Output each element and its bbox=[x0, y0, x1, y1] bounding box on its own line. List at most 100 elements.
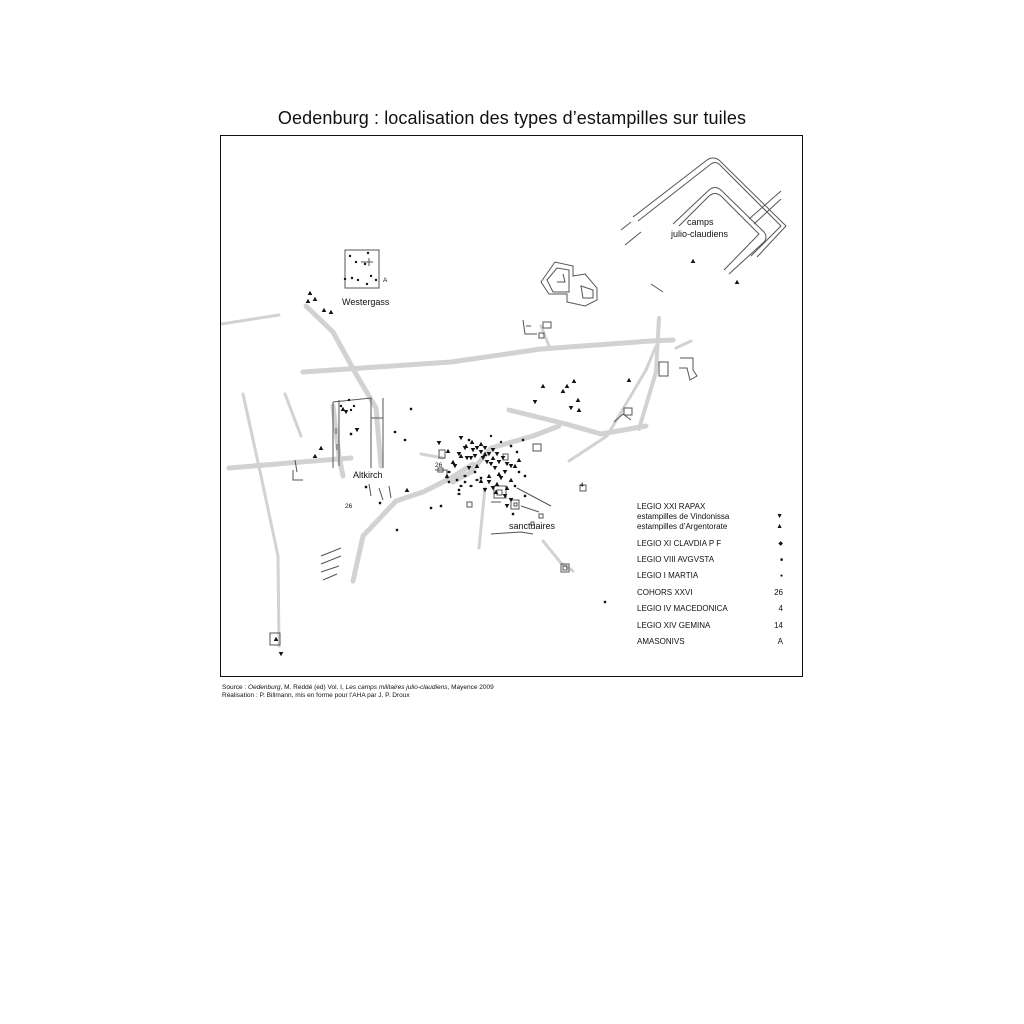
legend-symbol: ■ bbox=[779, 557, 783, 563]
vindonissa-argentorate-mark bbox=[734, 279, 740, 284]
road-east-diag bbox=[506, 407, 649, 437]
legio-i-mark bbox=[363, 262, 367, 266]
legend-symbol: ▼ bbox=[776, 513, 783, 520]
vindonissa-mark bbox=[343, 410, 349, 415]
legio-i-mark bbox=[369, 274, 373, 278]
vindonissa-mark bbox=[478, 450, 484, 455]
map-legend: LEGIO XXI RAPAX estampilles de Vindoniss… bbox=[637, 502, 787, 647]
map-canvas: camps julio-claudiens Westergass Altkirc… bbox=[221, 157, 787, 657]
legio-i-mark bbox=[489, 434, 493, 438]
vindonissa-argentorate-mark bbox=[307, 290, 313, 295]
vindonissa-argentorate-mark bbox=[486, 473, 492, 478]
vindonissa-argentorate-mark bbox=[469, 439, 475, 444]
legio-i-mark bbox=[356, 278, 360, 282]
annotation-26-center: 26 bbox=[435, 462, 443, 469]
legio-viii-mark bbox=[364, 485, 368, 489]
vindonissa-argentorate-mark bbox=[571, 378, 577, 383]
label-altkirch: Altkirch bbox=[353, 470, 383, 480]
legend-label: LEGIO XI CLAVDIA P F bbox=[637, 539, 722, 548]
vindonissa-mark bbox=[486, 452, 492, 457]
vindonissa-mark bbox=[436, 441, 442, 446]
legio-i-mark bbox=[339, 404, 343, 408]
vindonissa-argentorate-mark bbox=[318, 445, 324, 450]
legio-viii-mark bbox=[378, 501, 382, 505]
legio-viii-mark bbox=[395, 528, 399, 532]
legio-viii-mark bbox=[473, 470, 477, 474]
vindonissa-mark bbox=[496, 460, 502, 465]
vindonissa-mark bbox=[508, 464, 514, 469]
vindonissa-mark bbox=[464, 456, 470, 461]
vindonissa-mark bbox=[472, 454, 478, 459]
legio-xi-mark bbox=[456, 492, 462, 496]
legio-viii-mark bbox=[457, 488, 461, 492]
vindonissa-argentorate-mark bbox=[494, 481, 500, 486]
legend-label: estampilles de Vindonissa bbox=[637, 512, 730, 521]
camp-outer-wall bbox=[632, 157, 787, 258]
vindonissa-argentorate-mark bbox=[540, 383, 546, 388]
vindonissa-argentorate-mark bbox=[576, 407, 582, 412]
legio-viii-mark bbox=[455, 478, 459, 482]
legio-viii-mark bbox=[409, 407, 413, 411]
vindonissa-mark bbox=[278, 652, 284, 657]
vindonissa-mark bbox=[480, 456, 486, 461]
label-camps: camps bbox=[687, 217, 714, 227]
map-frame: camps julio-claudiens Westergass Altkirc… bbox=[220, 135, 803, 677]
vindonissa-argentorate-mark bbox=[512, 463, 518, 468]
legend-symbol: A bbox=[777, 637, 783, 646]
legend-symbol: 4 bbox=[778, 604, 783, 613]
vindonissa-mark bbox=[492, 466, 498, 471]
annotation-4: 4 bbox=[580, 482, 584, 489]
road-north-ew bbox=[300, 337, 676, 375]
legend-symbol: ● bbox=[779, 573, 783, 579]
vindonissa-argentorate-mark bbox=[312, 453, 318, 458]
vindonissa-mark bbox=[466, 466, 472, 471]
legio-viii-mark bbox=[509, 444, 513, 448]
vindonissa-argentorate-mark bbox=[496, 471, 502, 476]
legio-xi-mark bbox=[462, 474, 468, 478]
vindonissa-argentorate-mark bbox=[516, 457, 522, 462]
legend-symbol: ▲ bbox=[776, 523, 783, 530]
vindonissa-argentorate-mark bbox=[575, 397, 581, 402]
vindonissa-argentorate-mark bbox=[478, 441, 484, 446]
legio-viii-mark bbox=[429, 506, 433, 510]
vindonissa-argentorate-mark bbox=[474, 463, 480, 468]
legio-viii-mark bbox=[349, 432, 353, 436]
legio-viii-mark bbox=[393, 430, 397, 434]
legio-i-mark bbox=[350, 276, 354, 280]
legend-row: estampilles de Vindonissa ▼ bbox=[637, 512, 787, 522]
source-title: Oedenburg bbox=[248, 684, 281, 691]
legio-viii-mark bbox=[521, 438, 525, 442]
road-west-ns-2 bbox=[283, 392, 303, 438]
legio-viii-mark bbox=[511, 512, 515, 516]
vindonissa-argentorate-mark bbox=[560, 388, 566, 393]
vindonissa-mark bbox=[494, 452, 500, 457]
vindonissa-mark bbox=[508, 498, 514, 503]
vindonissa-mark bbox=[504, 504, 510, 509]
vindonissa-argentorate-mark bbox=[482, 451, 488, 456]
road-ns-central bbox=[330, 403, 346, 479]
map-title: Oedenburg : localisation des types d’est… bbox=[277, 108, 747, 128]
road-east-diag2 bbox=[567, 344, 658, 463]
vindonissa-mark bbox=[568, 406, 574, 411]
road-south-1 bbox=[477, 486, 487, 550]
vindonissa-argentorate-mark bbox=[508, 477, 514, 482]
vindonissa-argentorate-mark bbox=[458, 453, 464, 458]
vindonissa-mark bbox=[504, 462, 510, 467]
legend-symbol: ◆ bbox=[778, 541, 783, 547]
legend-label: COHORS XXVI bbox=[637, 588, 693, 597]
road-sw bbox=[350, 461, 476, 584]
vindonissa-mark bbox=[470, 448, 476, 453]
legio-i-mark bbox=[354, 260, 358, 264]
source-line: Source : Oedenburg, M. Reddé (ed) Vol. I… bbox=[222, 684, 494, 692]
vindonissa-argentorate-mark bbox=[504, 485, 510, 490]
vindonissa-argentorate-mark bbox=[450, 459, 456, 464]
legio-viii-mark bbox=[403, 438, 407, 442]
legend-label: estampilles d’Argentorate bbox=[637, 522, 728, 531]
legend-symbol: 14 bbox=[774, 621, 783, 630]
legend-row: estampilles d’Argentorate ▲ bbox=[637, 522, 787, 532]
legend-label: LEGIO IV MACEDONICA bbox=[637, 604, 728, 613]
vindonissa-argentorate-mark bbox=[321, 307, 327, 312]
vindonissa-mark bbox=[486, 480, 492, 485]
legio-i-mark bbox=[366, 251, 370, 255]
